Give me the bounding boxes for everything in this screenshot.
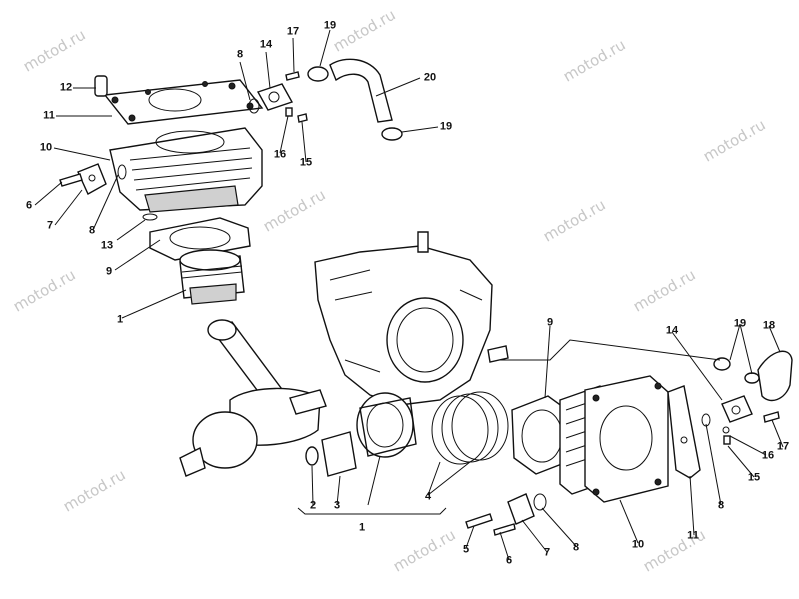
lower-piston	[356, 392, 417, 458]
callout-4: 4	[424, 490, 432, 503]
callout-17: 17	[286, 25, 300, 38]
callout-13: 13	[100, 239, 114, 252]
callout-7: 7	[543, 546, 551, 559]
crankcase-half	[314, 231, 509, 406]
upper-hose-clamp-b	[381, 127, 403, 141]
callout-8: 8	[572, 541, 580, 554]
callout-10: 10	[631, 538, 645, 551]
piston-rings	[431, 391, 509, 465]
callout-8: 8	[236, 48, 244, 61]
upper-cylinder-block	[109, 127, 263, 213]
upper-cylinder-head-gasket	[103, 79, 264, 125]
upper-thermostat-housing	[256, 83, 294, 111]
piston-pin-and-clip	[305, 431, 357, 477]
callout-17: 17	[776, 440, 790, 453]
callout-20: 20	[423, 71, 437, 84]
upper-cover-plate	[77, 163, 107, 195]
callout-16: 16	[761, 449, 775, 462]
lower-hose-and-clamps	[713, 350, 793, 402]
callout-5: 5	[462, 543, 470, 556]
lower-head-gasket	[584, 375, 669, 503]
callout-8: 8	[88, 224, 96, 237]
upper-oring-8	[248, 98, 260, 114]
lower-bolts	[465, 513, 516, 536]
callout-19: 19	[733, 317, 747, 330]
leader-lines	[34, 29, 784, 561]
upper-piston	[179, 249, 245, 305]
callout-14: 14	[665, 324, 679, 337]
upper-small-screws	[285, 71, 308, 123]
lower-thermostat-housing	[721, 395, 753, 423]
callout-8: 8	[717, 499, 725, 512]
crankshaft-assembly	[179, 319, 327, 477]
lower-cover-plate	[507, 493, 547, 525]
callout-2: 2	[309, 499, 317, 512]
callout-19: 19	[439, 120, 453, 133]
upper-oring	[142, 213, 158, 221]
callout-12: 12	[59, 81, 73, 94]
callout-10: 10	[39, 141, 53, 154]
callout-9: 9	[105, 265, 113, 278]
callout-11: 11	[43, 109, 55, 122]
callout-15: 15	[747, 471, 761, 484]
callout-3: 3	[333, 499, 341, 512]
upper-bolt	[59, 173, 83, 187]
callout-9: 9	[546, 316, 554, 329]
upper-coolant-hose	[329, 58, 393, 123]
callout-6: 6	[25, 199, 33, 212]
upper-side-oring	[117, 164, 127, 180]
upper-dowel-pin	[94, 75, 108, 97]
callout-19: 19	[323, 19, 337, 32]
callout-15: 15	[299, 156, 313, 169]
callout-1: 1	[116, 313, 124, 326]
callout-11: 11	[687, 529, 699, 542]
lower-small-parts	[701, 411, 780, 445]
callout-14: 14	[259, 38, 273, 51]
callout-16: 16	[273, 148, 287, 161]
callout-6: 6	[505, 554, 513, 567]
callout-1: 1	[358, 521, 366, 534]
lower-side-plate	[667, 385, 701, 479]
upper-hose-clamp-a	[307, 66, 329, 82]
callout-18: 18	[762, 319, 776, 332]
upper-cylinder-flange-gasket	[149, 217, 251, 261]
callout-7: 7	[46, 219, 54, 232]
